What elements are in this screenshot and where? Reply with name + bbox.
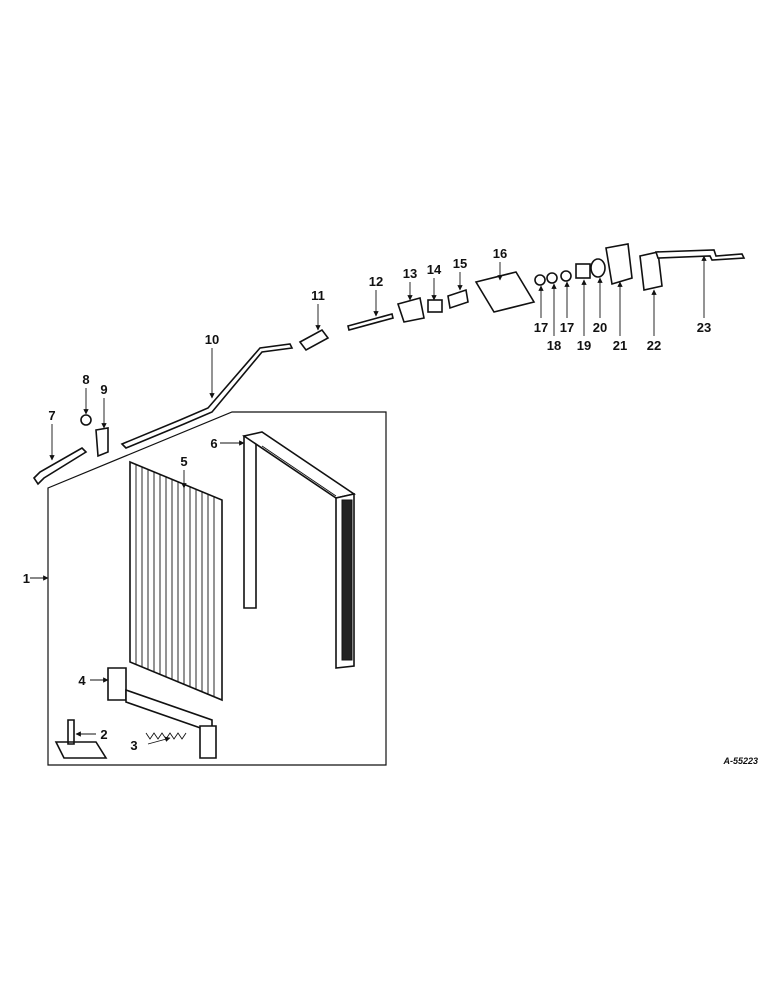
- bushing: [447, 288, 469, 310]
- callout-2: 2: [100, 727, 107, 742]
- callout-17b: 17: [560, 320, 574, 335]
- callout-21: 21: [613, 338, 627, 353]
- shutter-vanes: [129, 460, 223, 702]
- end-clip: [639, 251, 663, 291]
- callout-9: 9: [100, 382, 107, 397]
- callout-15: 15: [453, 256, 467, 271]
- callout-3: 3: [130, 738, 137, 753]
- callout-5: 5: [180, 454, 187, 469]
- callout-8: 8: [82, 372, 89, 387]
- callout-6: 6: [210, 436, 217, 451]
- bushing-small: [427, 299, 443, 313]
- sleeve: [298, 328, 330, 352]
- shutter-frame: [242, 431, 356, 669]
- lower-bracket: [54, 719, 108, 759]
- housing: [396, 297, 425, 323]
- spring: [145, 732, 187, 740]
- threaded-rod: [347, 313, 394, 331]
- callout-22: 22: [647, 338, 661, 353]
- washer: [546, 272, 558, 284]
- callout-10: 10: [205, 332, 219, 347]
- callout-16: 16: [493, 246, 507, 261]
- callout-14: 14: [427, 262, 442, 277]
- callout-19: 19: [577, 338, 591, 353]
- callout-20: 20: [593, 320, 607, 335]
- bent-rod: [120, 343, 294, 449]
- callout-4: 4: [78, 673, 86, 688]
- callout-7: 7: [48, 408, 55, 423]
- callout-18: 18: [547, 338, 561, 353]
- flange: [605, 243, 633, 286]
- callout-1: 1: [23, 571, 30, 586]
- gasket: [590, 258, 606, 278]
- drawing-reference: A-55223: [722, 756, 758, 766]
- control-rod: [32, 447, 88, 486]
- callout-23: 23: [697, 320, 711, 335]
- callout-11: 11: [311, 288, 325, 303]
- callout-13: 13: [403, 266, 417, 281]
- bracket-plate: [474, 271, 536, 313]
- washer: [560, 270, 572, 282]
- callout-17a: 17: [534, 320, 548, 335]
- callout-12: 12: [369, 274, 383, 289]
- crank-rod: [654, 249, 746, 261]
- washer: [534, 274, 546, 286]
- clip: [95, 427, 109, 458]
- nut: [80, 414, 92, 426]
- bottom-rail: [107, 667, 217, 759]
- seal: [575, 263, 591, 279]
- assembly-frame: [47, 411, 387, 766]
